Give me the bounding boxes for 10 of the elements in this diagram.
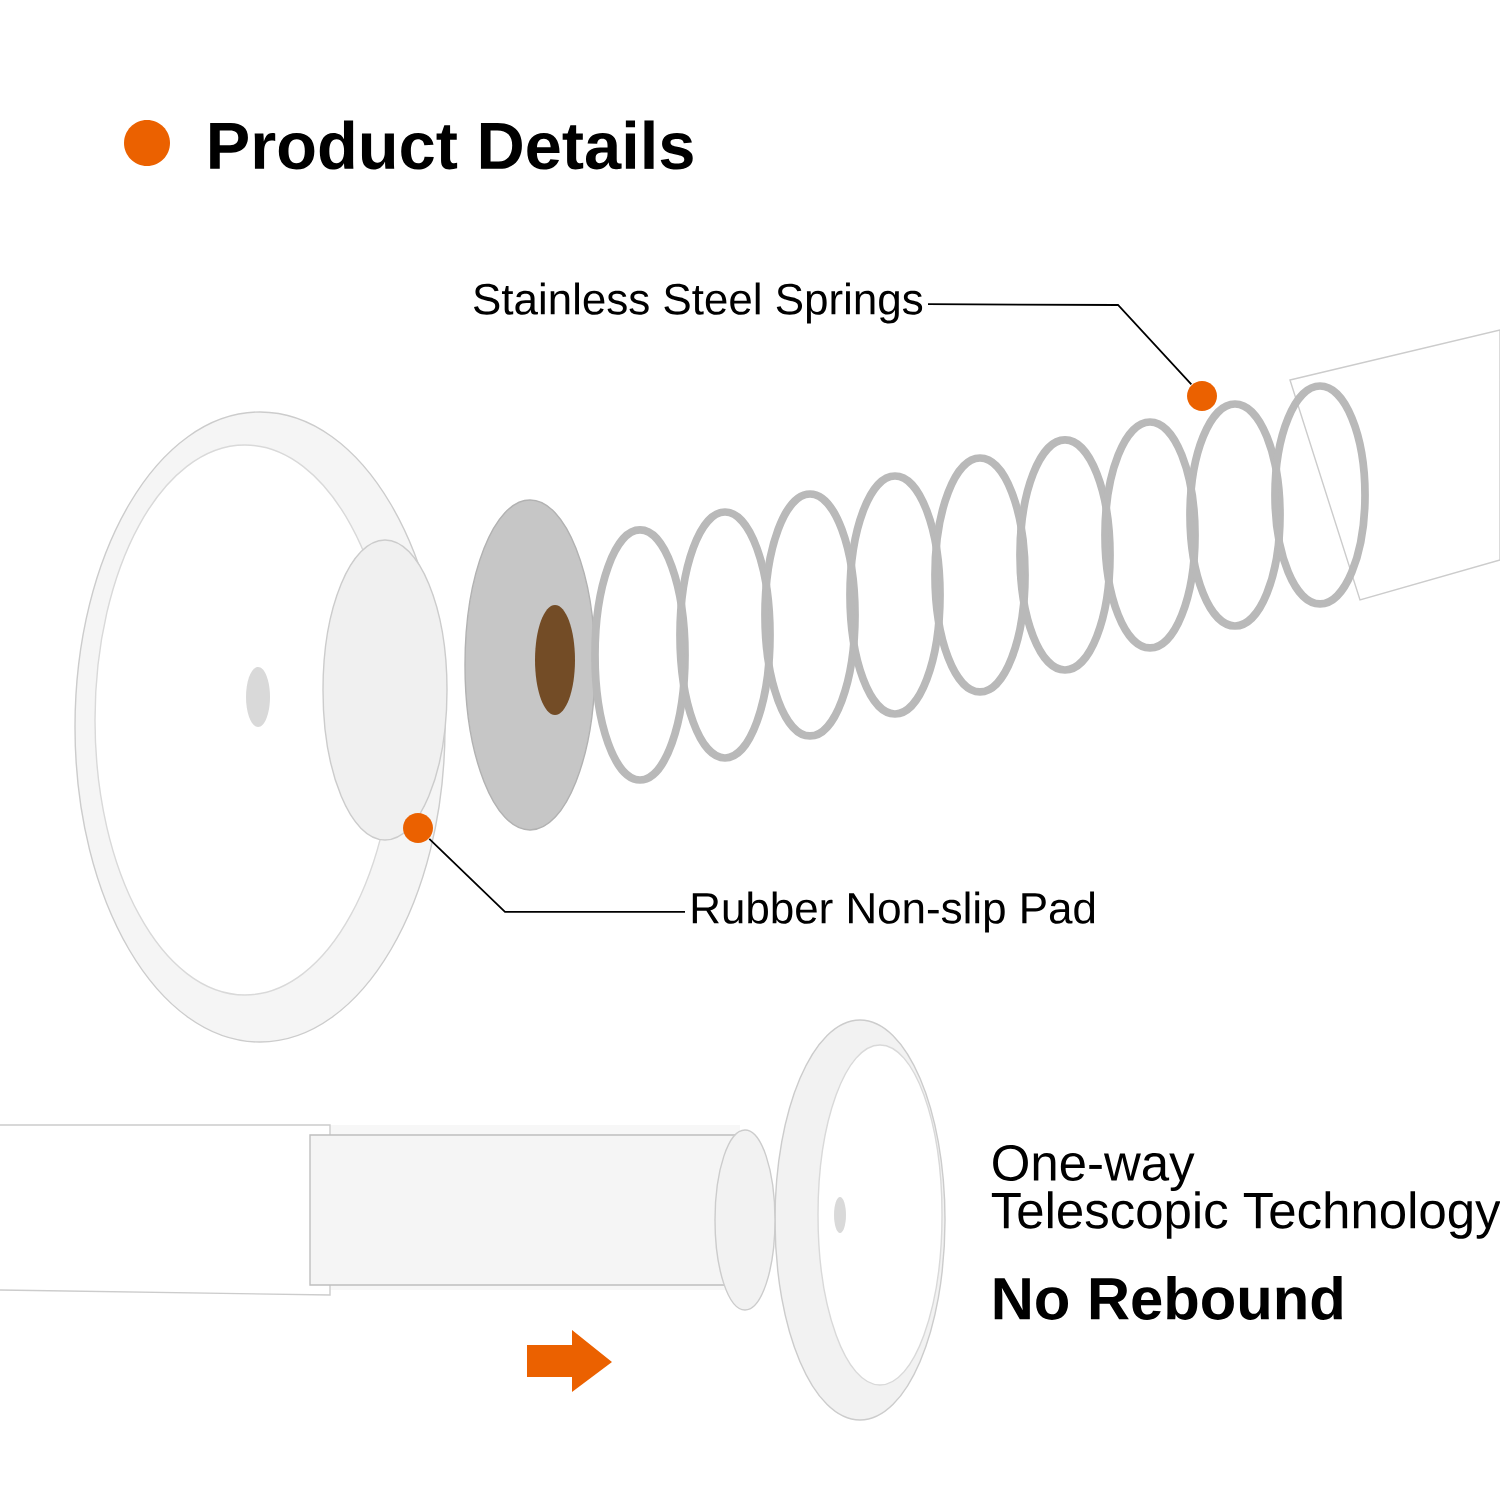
callout-text: Stainless Steel Springs bbox=[474, 282, 923, 324]
feature-text: Telescopic Technology bbox=[991, 1191, 1500, 1239]
marker-dot bbox=[403, 813, 433, 843]
leader-line bbox=[927, 303, 1193, 386]
leader-line bbox=[428, 838, 686, 913]
callout-text: Rubber Non-slip Pad bbox=[692, 891, 1095, 933]
title: Product Details bbox=[210, 120, 693, 170]
marker-dot bbox=[1187, 381, 1217, 411]
feature-text: One-way bbox=[993, 1144, 1195, 1192]
feature-text: No Rebound bbox=[994, 1276, 1342, 1320]
